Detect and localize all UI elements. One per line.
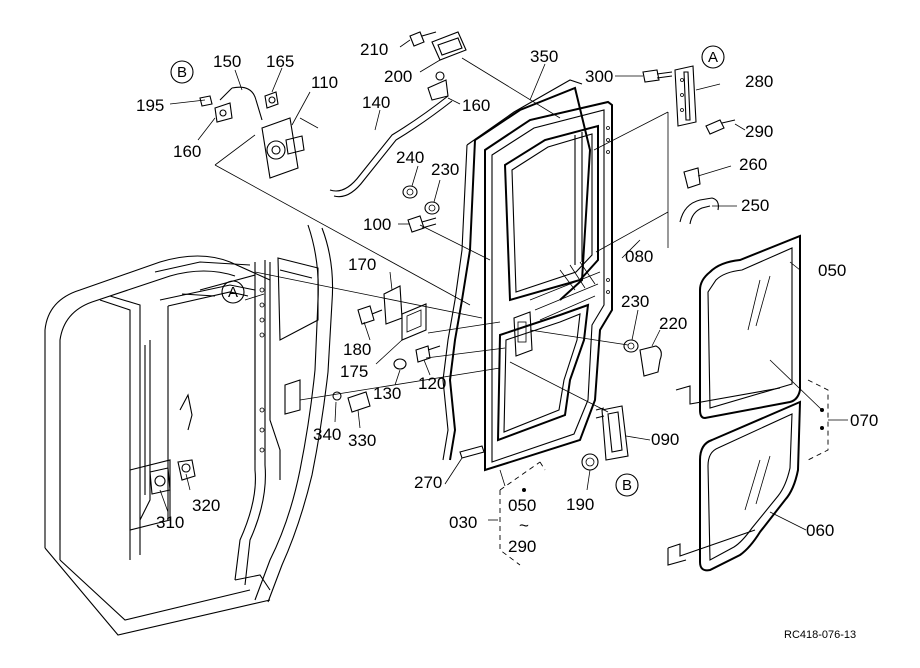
bolt-120 [415, 345, 441, 363]
glass-060 [667, 400, 802, 572]
label-110: 110 [311, 73, 338, 92]
washer-230-top [424, 201, 440, 215]
label-050-range-start: 050 [508, 496, 536, 515]
label-350: 350 [530, 47, 558, 66]
pin-290 [705, 119, 736, 135]
label-310: 310 [156, 513, 184, 532]
rod-150 [219, 86, 263, 121]
ref-marker-a-cab: A [221, 280, 245, 304]
label-080: 080 [625, 247, 653, 266]
label-090: 090 [651, 430, 679, 449]
bumper-330 [347, 391, 371, 413]
ref-b-bottom-text: B [622, 477, 632, 494]
label-260: 260 [739, 155, 767, 174]
door-assembly-030 [484, 100, 613, 472]
washer-340 [332, 391, 342, 401]
label-130: 130 [373, 384, 401, 403]
ref-marker-b-bottom: B [615, 473, 639, 497]
label-230-bottom: 230 [621, 292, 649, 311]
label-290-range-end: 290 [508, 537, 536, 556]
label-340: 340 [313, 425, 341, 444]
catch-090 [595, 405, 629, 461]
knob-190 [581, 453, 599, 471]
plate-170 [383, 285, 403, 325]
label-250: 250 [741, 196, 769, 215]
nut-130 [393, 358, 407, 370]
spring-195 [199, 95, 213, 107]
label-270: 270 [414, 473, 442, 492]
handle-250 [679, 197, 719, 225]
door-seal-350 [442, 79, 592, 461]
label-070: 070 [850, 411, 878, 430]
label-030: 030 [449, 513, 477, 532]
door-lock-110 [261, 117, 305, 179]
label-230-top: 230 [431, 160, 459, 179]
part-labels: 210 200 350 300 280 290 150 165 110 195 … [136, 40, 878, 556]
bracket-220 [639, 345, 662, 377]
label-210: 210 [360, 40, 388, 59]
screw-180 [357, 305, 383, 325]
glass-050 [675, 234, 801, 420]
label-050: 050 [818, 261, 846, 280]
label-290: 290 [745, 122, 773, 141]
strip-270 [459, 445, 485, 459]
ref-marker-b-top: B [170, 60, 194, 84]
lock-parts-top [409, 31, 467, 101]
gasket-175 [401, 303, 427, 341]
cab-frame [44, 224, 334, 636]
label-170: 170 [348, 255, 376, 274]
label-330: 330 [348, 431, 376, 450]
label-300: 300 [585, 67, 613, 86]
label-160-left: 160 [173, 142, 201, 161]
label-220: 220 [659, 314, 687, 333]
drawing-code: RC418-076-13 [784, 629, 856, 641]
washer-230-bottom [623, 339, 639, 353]
cab-hinge-holes [259, 287, 265, 453]
nut-240 [402, 185, 418, 199]
bolt-100 [407, 215, 437, 233]
striker-assembly [149, 459, 196, 495]
label-180: 180 [343, 340, 371, 359]
rod-140 [329, 95, 453, 198]
label-240: 240 [396, 148, 424, 167]
label-150: 150 [213, 52, 241, 71]
label-320: 320 [192, 496, 220, 515]
label-200: 200 [384, 67, 412, 86]
group-brackets [499, 379, 848, 566]
label-190: 190 [566, 495, 594, 514]
label-280: 280 [745, 72, 773, 91]
hinge-280 [674, 65, 697, 127]
label-range-tilde: ~ [519, 516, 529, 535]
bolt-300 [642, 69, 673, 83]
ref-b-top-text: B [177, 64, 187, 81]
label-195: 195 [136, 96, 164, 115]
bolt-260 [683, 167, 701, 189]
clip-165 [264, 91, 279, 109]
clip-160-left [214, 102, 233, 123]
label-165: 165 [266, 52, 294, 71]
label-140: 140 [362, 93, 390, 112]
label-175: 175 [340, 362, 368, 381]
label-060: 060 [806, 521, 834, 540]
label-100: 100 [363, 215, 391, 234]
ref-a-cab-text: A [228, 284, 238, 301]
label-160-top: 160 [462, 96, 490, 115]
leader-lines [159, 39, 823, 531]
ref-a-top-text: A [708, 49, 718, 66]
label-120: 120 [418, 374, 446, 393]
ref-marker-a-top: A [701, 45, 725, 69]
